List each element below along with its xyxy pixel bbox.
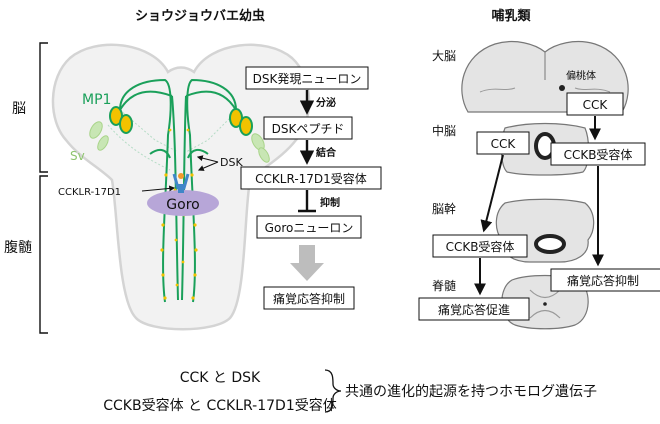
sv-neuron-2: [97, 135, 109, 151]
amygdala-dot: [559, 85, 565, 91]
spinal-canal: [543, 302, 547, 306]
cerebrum-sulci: [479, 87, 611, 93]
dsk-pointer-1: [196, 155, 219, 163]
step-secrete: 分泌: [316, 96, 336, 109]
region-cerebrum-label: 大脳: [432, 49, 456, 63]
goro-neuron: [147, 190, 219, 216]
bottom-line-1: CCK と DSK: [180, 370, 261, 386]
box-cck-top: [566, 92, 624, 116]
sv-neuron-4: [258, 147, 270, 163]
region-midbrain-label: 中脳: [432, 123, 456, 138]
mp1-neurons-right: [229, 108, 253, 136]
box-cckb-right-text: CCKB受容体: [564, 147, 633, 162]
box-pain-promote: [418, 297, 530, 321]
goro-label: Goro: [166, 197, 199, 213]
arrow-cck-to-cckb-lower: [480, 154, 504, 233]
left-title: ショウジョウバエ幼虫: [135, 8, 265, 24]
mp1-neurons-left: [109, 106, 133, 134]
box-pain-promote-text: 痛覚応答促進: [438, 302, 510, 317]
box-pain-inhibit-right-text: 痛覚応答抑制: [567, 273, 639, 288]
box-cckb-lower: [432, 234, 528, 258]
dsk-label: DSK: [220, 156, 243, 169]
right-title: 哺乳類: [491, 8, 531, 24]
box-pain-inhibit-left-text: 痛覚応答抑制: [273, 291, 345, 306]
brainstem-core: [534, 234, 566, 254]
region-spinal-label: 脊髄: [432, 278, 456, 293]
box-dsk-peptide: [263, 116, 353, 140]
box-cck-mid: [476, 131, 530, 155]
dotted-projection-sv: [107, 124, 171, 171]
bottom-brace: [324, 369, 342, 413]
step-bind: 結合: [316, 146, 337, 159]
bottom-line-2: CCKB受容体 と CCKLR-17D1受容体: [103, 397, 336, 414]
box-cckb-lower-text: CCKB受容体: [446, 239, 515, 254]
cckl-pointer: [141, 185, 176, 192]
dsk-peptide-icon: [178, 173, 184, 179]
box-pain-inhibit-left: [263, 286, 355, 310]
box-cck-mid-text: CCK: [491, 137, 517, 151]
region-brain-label: 脳: [12, 101, 26, 117]
box-dsk-peptide-text: DSKペプチド: [272, 122, 345, 136]
box-cckb-right: [550, 142, 646, 166]
box-cckl-receptor: [240, 166, 382, 190]
brain-bracket: [39, 42, 48, 173]
box-pain-inhibit-right: [550, 268, 660, 292]
cckl-label: CCKLR-17D1: [58, 187, 121, 198]
box-cckl-receptor-text: CCKLR-17D1受容体: [255, 171, 367, 186]
dsk-pointer-2: [197, 161, 219, 171]
amygdala-label: 偏桃体: [566, 69, 596, 82]
spinal-gray-matter: [529, 289, 561, 319]
bottom-summary: 共通の進化的起源を持つホモログ遺伝子: [345, 384, 597, 400]
receptor-stem-icon: [178, 184, 184, 193]
ventral-bracket: [39, 175, 48, 334]
region-brainstem-label: 脳幹: [432, 201, 456, 216]
region-ventral-label: 腹髄: [4, 239, 32, 256]
gray-arrow-down: [290, 245, 324, 281]
box-cck-top-text: CCK: [583, 98, 609, 112]
step-inhibit: 抑制: [320, 196, 340, 209]
mp1-label: MP1: [82, 92, 111, 108]
sv-label: Sv: [70, 149, 85, 163]
box-dsk-neuron-text: DSK発現ニューロン: [253, 72, 362, 86]
sv-neuron-1: [89, 121, 103, 139]
box-goro-neuron: [256, 215, 362, 239]
box-goro-neuron-text: Goroニューロン: [265, 221, 354, 235]
box-dsk-neuron: [245, 66, 369, 90]
